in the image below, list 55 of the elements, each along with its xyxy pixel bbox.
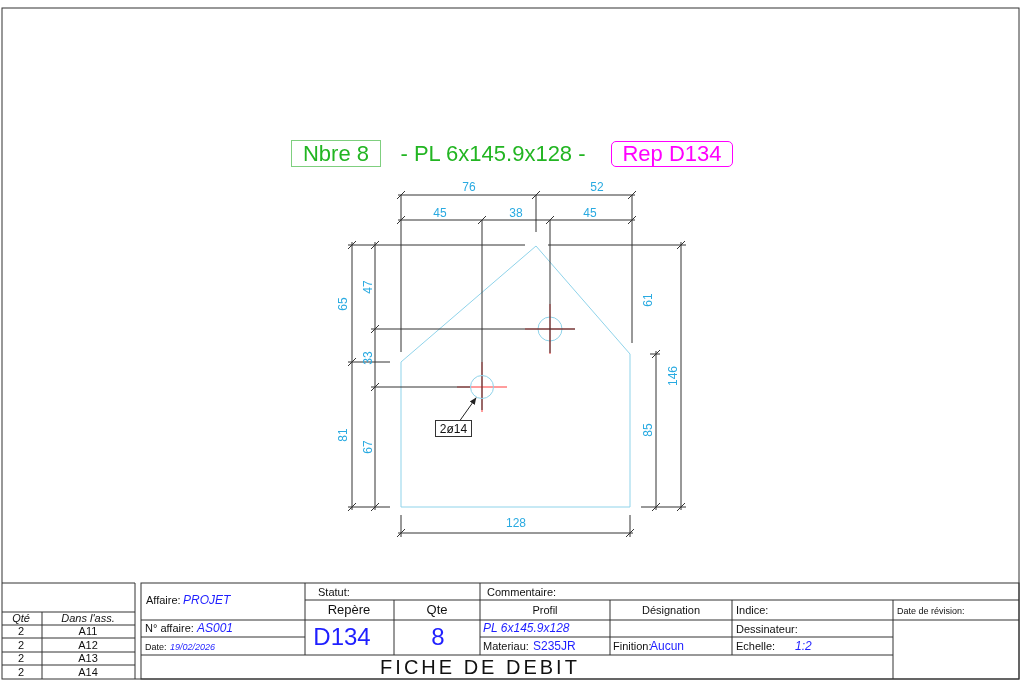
field-value: PL 6x145.9x128 xyxy=(483,622,570,634)
dimension-value: 81 xyxy=(337,428,349,442)
table-entry: A12 xyxy=(78,639,98,651)
table-entry: A11 xyxy=(78,625,98,637)
part-mark-tag: Rep D134 xyxy=(611,141,733,167)
dimension-value: 65 xyxy=(337,297,349,311)
dimension-value: 52 xyxy=(590,181,604,193)
field-value: PROJET xyxy=(183,594,231,606)
field-value: Aucun xyxy=(650,640,685,652)
field-value: S235JR xyxy=(533,640,576,652)
dimension-value: 47 xyxy=(362,280,374,294)
field-label: Materiau: xyxy=(483,640,529,652)
field-label: Date: xyxy=(145,642,167,652)
table-entry: A14 xyxy=(78,666,98,678)
dimension-value: 146 xyxy=(667,366,679,386)
leader-line xyxy=(459,397,477,421)
dimension-value: 38 xyxy=(509,207,523,219)
field-value: 8 xyxy=(431,625,445,649)
field-label: Commentaire: xyxy=(487,586,557,598)
field-label: Désignation xyxy=(641,604,701,616)
quantity-tag: Nbre 8 xyxy=(291,140,381,167)
column-header: Qté xyxy=(12,612,30,624)
column-header: Dans l'ass. xyxy=(61,612,115,624)
column-header: Qte xyxy=(426,602,448,616)
dimension-value: 33 xyxy=(362,351,374,365)
field-value: AS001 xyxy=(197,622,234,634)
hole-callout: 2ø14 xyxy=(435,420,472,437)
column-header: Repère xyxy=(327,602,371,616)
dimension-value: 76 xyxy=(462,181,476,193)
dimension-value: 128 xyxy=(506,517,526,529)
field-label: Indice: xyxy=(736,604,769,616)
field-label: Statut: xyxy=(318,586,350,598)
field-label: Profil xyxy=(532,604,558,616)
heading-text: - PL 6x145.9x128 - xyxy=(400,143,586,165)
field-value: 1:2 xyxy=(795,640,812,652)
hole xyxy=(470,375,494,399)
sheet-title: FICHE DE DEBIT xyxy=(380,657,580,677)
table-entry: A13 xyxy=(78,652,98,664)
table-entry: 2 xyxy=(17,652,25,664)
dimension-value: 67 xyxy=(362,440,374,454)
dimension-value: 45 xyxy=(583,207,597,219)
field-label: Finition: xyxy=(613,640,652,652)
field-label: Dessinateur: xyxy=(736,623,798,635)
table-entry: 2 xyxy=(17,625,25,637)
dimension-value: 85 xyxy=(642,423,654,437)
field-label: N° affaire: xyxy=(145,622,194,634)
field-value: D134 xyxy=(313,625,371,649)
dimension-value: 45 xyxy=(433,207,447,219)
field-value: 19/02/2026 xyxy=(170,642,216,652)
table-entry: 2 xyxy=(17,639,25,651)
table-entry: 2 xyxy=(17,666,25,678)
field-label: Echelle: xyxy=(736,640,776,652)
dimension-value: 61 xyxy=(642,293,654,307)
field-label: Affaire: xyxy=(146,594,181,606)
field-label: Date de révision: xyxy=(897,606,965,616)
